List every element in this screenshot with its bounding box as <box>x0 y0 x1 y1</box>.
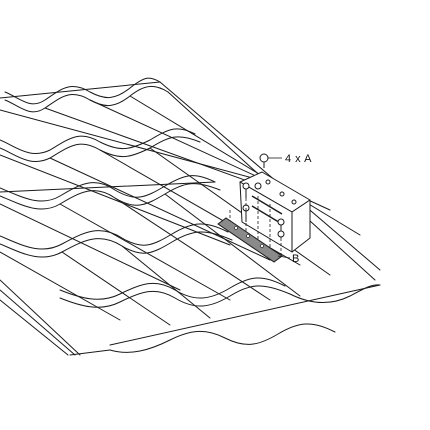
tile-row-2 <box>0 128 201 162</box>
tile-row-5 <box>59 277 291 308</box>
callout-screws-label: 4 x A <box>285 153 312 165</box>
tile-row-6 <box>109 284 381 353</box>
flashing-plate <box>217 217 283 263</box>
callout-leaders <box>268 157 291 259</box>
callout-plate-label: B <box>292 253 300 265</box>
tile-crests <box>0 147 331 326</box>
tile-row-3 <box>0 175 221 210</box>
tile-ridges <box>0 81 381 281</box>
tile-left-edge <box>0 279 111 356</box>
tile-row-1 <box>0 77 169 113</box>
